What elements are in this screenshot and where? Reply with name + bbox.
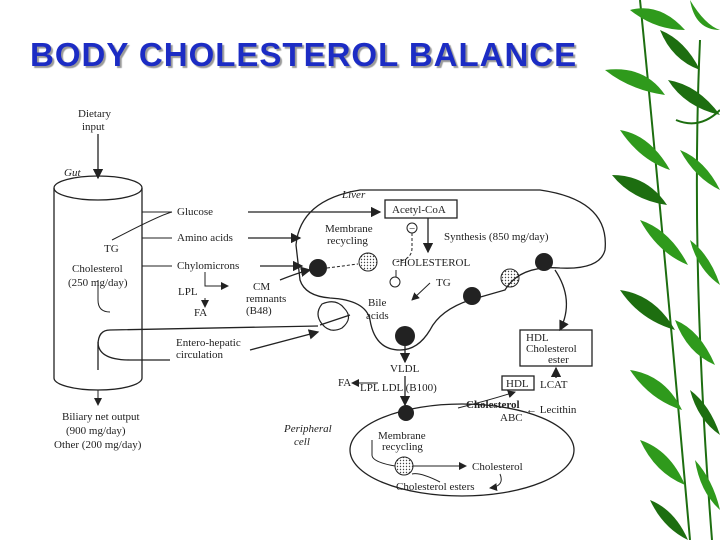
gut-cholesterol-label: Cholesterol [72,263,123,275]
entero-to-liver-arrow [249,329,320,351]
liver-outline [295,189,606,351]
peripheral-receptor [398,405,414,421]
ester-loop [411,473,441,483]
liver-vesicle-2 [500,268,520,288]
hdl-to-liver-arrow [554,269,569,332]
peripheral-label-1: Peripheral [283,423,332,435]
chylomicrons-label: Chylomicrons [177,260,239,272]
peripheral-esters-label: Cholesterol esters [396,481,475,493]
peripheral-vesicle [394,456,414,476]
hdl-ester-label-2: Cholesterol [526,343,577,355]
hdl-ester-label-3: ester [548,354,569,366]
acetyl-coa-box [384,199,458,219]
biliary-output-label: Biliary net output [62,411,140,423]
fa-label: FA [338,377,351,389]
abc-label: ABC [500,412,523,424]
bile-acids-label-2: acids [366,310,389,322]
vldl-particle [395,326,415,346]
gut-inner-loop [97,280,111,313]
bile-acids-label-1: Bile [368,297,386,309]
dietary-input-label-2: input [82,121,105,133]
chylo-to-remnant-arrow [204,272,229,290]
vldl-label: VLDL [390,363,420,375]
glucose-label: Glucose [177,206,213,218]
acetyl-coa-label: Acetyl-CoA [392,204,446,216]
gut-fa-label: FA [194,307,207,319]
entero-hepatic-label-2: circulation [176,349,224,361]
lecithin-label: ← Lecithin [526,404,577,416]
peripheral-cholesterol-label: Cholesterol [472,461,523,473]
inhibition-sign: − [409,223,415,235]
gut-label: Gut [64,167,81,179]
bile-precursor [389,276,401,288]
cm-b48-label: (B48) [246,305,272,317]
liver-receptor-2 [535,253,553,271]
liver-cholesterol-label: CHOLESTEROL [392,257,471,269]
liver-tg-label: TG [436,277,451,289]
liver-membrane-label-1: Membrane [325,223,373,235]
chol-to-ester-arrow [489,473,502,492]
bile-flow [319,314,351,326]
liver-receptor-1 [309,259,327,277]
lpl-ldl-label: LPL LDL (B100) [360,382,437,394]
dietary-input-label-1: Dietary [78,108,111,120]
biliary-other-value: Other (200 mg/day) [54,439,142,451]
peripheral-membrane-2: recycling [382,441,423,453]
liver-vesicle-1 [358,252,378,272]
efflux-arrow [457,390,516,409]
synthesis-label: Synthesis (850 mg/day) [444,231,549,243]
gut-lpl-label: LPL [178,286,198,298]
entero-return [97,341,170,361]
tg-link [111,211,173,241]
gut-tg-label: TG [104,243,119,255]
bamboo-decoration [605,0,720,540]
hdl-box-label: HDL [506,378,529,390]
hdl-ester-box [519,329,593,367]
peripheral-cell-outline [349,403,575,497]
remnant-to-liver-arrow [279,266,312,281]
hdl-ester-label-1: HDL [526,332,549,344]
tg-to-vldl-link [411,282,431,301]
feedback-dashed [394,233,413,263]
peripheral-recycle-loop [371,440,396,467]
cm-label: CM [253,281,270,293]
liver-recycle-link [326,263,359,269]
gallbladder [317,301,350,331]
hdl-box [501,375,535,391]
entero-hepatic-label-1: Entero-hepatic [176,337,241,349]
slide-title: BODY CHOLESTEROL BALANCE [30,36,578,73]
cm-remnants-label: remnants [246,293,286,305]
liver-label: Liver [341,189,366,201]
amino-acids-label: Amino acids [177,232,233,244]
biliary-output-value: (900 mg/day) [66,425,126,437]
peripheral-membrane-1: Membrane [378,430,426,442]
liver-receptor-3 [463,287,481,305]
lcat-label: LCAT [540,379,568,391]
liver-membrane-label-2: recycling [327,235,368,247]
peripheral-label-2: cell [294,436,310,448]
